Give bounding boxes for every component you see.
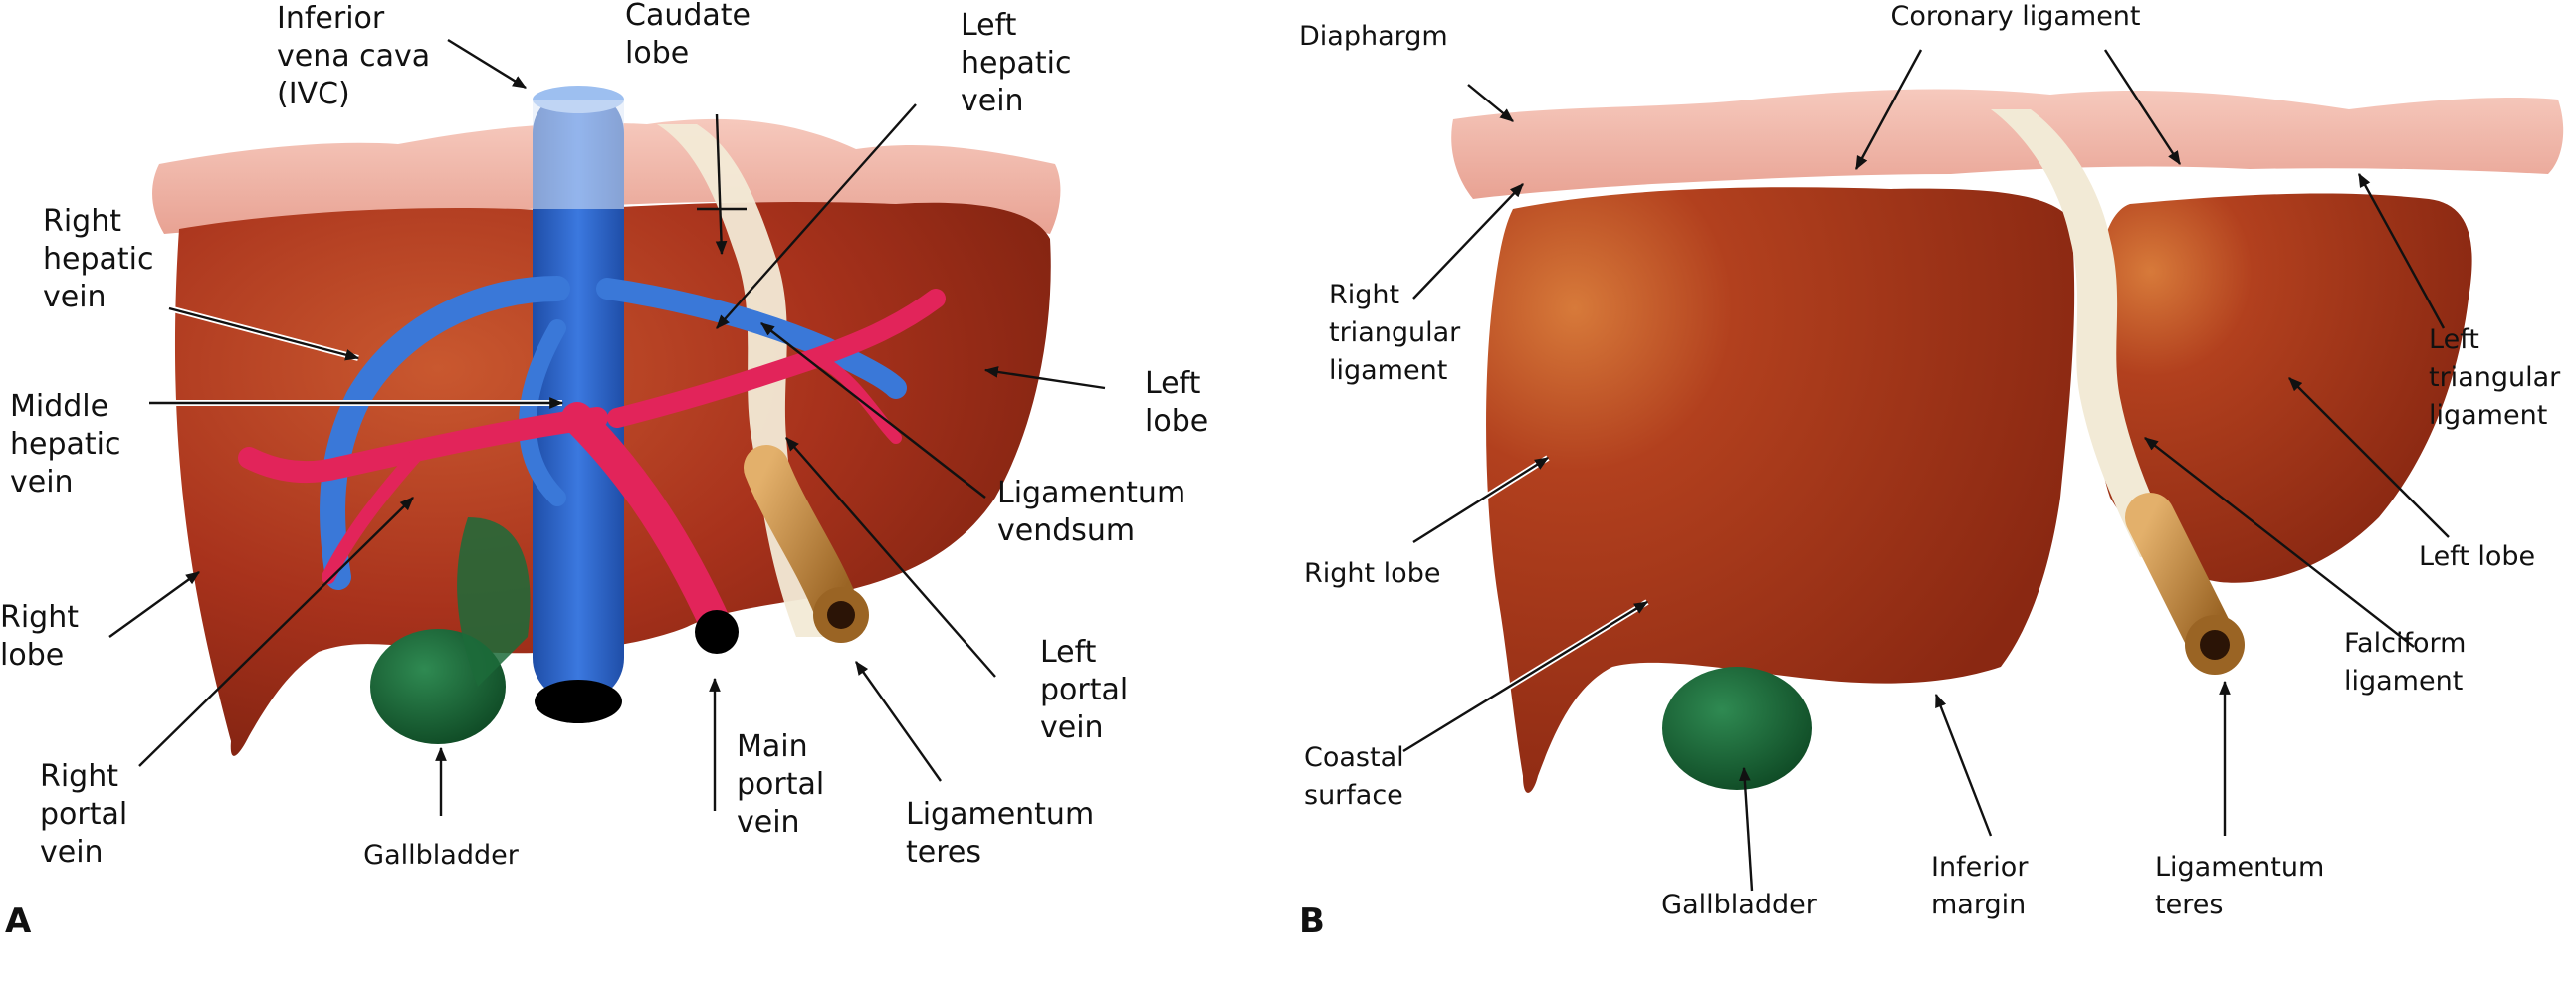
label-line: Gallbladder	[1661, 890, 1818, 920]
label-line: (IVC)	[277, 77, 350, 111]
b-diaphragm-label: Diaphargm	[1299, 21, 1448, 52]
b-gallbladder-label: Gallbladder	[1661, 890, 1818, 920]
b-left-lobe-label: Left lobe	[2419, 541, 2535, 572]
b-coastal-surface-label: Coastal surface	[1304, 742, 1404, 811]
label-line: Coastal	[1304, 742, 1404, 773]
label-line: ligament	[1329, 355, 1447, 386]
b-right-triangular-ligament-label: Right triangular ligament	[1329, 280, 1461, 386]
diaphragm-b	[1451, 89, 2564, 199]
label-line: Left	[1145, 366, 1201, 401]
label-line: Right	[1329, 280, 1399, 310]
label-line: Diaphargm	[1299, 21, 1448, 52]
label-line: ligament	[2344, 666, 2463, 697]
label-line: vendsum	[997, 513, 1135, 548]
gallbladder-b	[1662, 667, 1812, 790]
right-lobe-b	[1486, 187, 2075, 793]
label-line: Left	[1040, 635, 1097, 670]
left-lobe-b	[2093, 193, 2472, 583]
b-ligamentum-teres-label: Ligamentum teres	[2155, 852, 2324, 920]
label-line: Left	[961, 8, 1017, 43]
label-line: vein	[43, 280, 107, 314]
label-line: vena cava	[277, 39, 430, 74]
label-line: portal	[40, 797, 127, 832]
label-line: margin	[1931, 890, 2026, 920]
label-line: Right	[40, 759, 118, 794]
label-line: vein	[1040, 710, 1104, 745]
label-line: hepatic	[43, 242, 154, 277]
label-line: ligament	[2429, 400, 2547, 431]
label-line: Ligamentum	[997, 476, 1185, 510]
panel-letter-a: A	[5, 901, 32, 941]
label-line: vein	[961, 84, 1024, 118]
label-line: hepatic	[961, 46, 1072, 81]
label-line: Ligamentum	[906, 797, 1094, 832]
b-right-lobe-label: Right lobe	[1304, 558, 1440, 589]
label-line: surface	[1304, 780, 1403, 811]
left-hepatic-vein	[596, 278, 907, 399]
label-line: vein	[737, 805, 800, 840]
panel-a-illustration	[152, 86, 1061, 756]
label-line: hepatic	[10, 427, 121, 462]
label-line: triangular	[2429, 362, 2561, 393]
ivc-vessel	[533, 90, 624, 701]
right-portal-vein	[238, 407, 608, 484]
leader-arrows	[108, 38, 2450, 892]
label-line: Falciform	[2344, 628, 2466, 659]
b-coronary-ligament-label: Coronary ligament	[1890, 1, 2140, 32]
label-line: vein	[10, 465, 74, 500]
main-portal-vein	[561, 402, 733, 643]
label-line: Main	[737, 729, 808, 764]
label-line: Left lobe	[2419, 541, 2535, 572]
label-line: Gallbladder	[363, 840, 520, 871]
label-line: Right lobe	[1304, 558, 1440, 589]
label-line: teres	[906, 835, 981, 870]
label-line: Right	[0, 600, 79, 635]
b-left-triangular-ligament-label: Left triangular ligament	[2429, 324, 2561, 431]
label-line: lobe	[1145, 404, 1208, 439]
label-line: Inferior	[1931, 852, 2029, 883]
right-hepatic-vein	[320, 276, 570, 590]
falciform-ligament-b	[1991, 109, 2180, 557]
label-line: Ligamentum	[2155, 852, 2324, 883]
panel-b-illustration	[1451, 89, 2564, 793]
label-line: lobe	[625, 36, 689, 71]
label-line: lobe	[0, 638, 64, 673]
label-line: Coronary ligament	[1890, 1, 2140, 32]
b-inferior-margin-label: Inferior margin	[1931, 852, 2029, 920]
a-gallbladder-label: Gallbladder	[363, 840, 520, 871]
label-line: teres	[2155, 890, 2223, 920]
panel-letter-b: B	[1299, 901, 1325, 941]
label-line: portal	[737, 767, 824, 802]
b-falciform-ligament-label: Falciform ligament	[2344, 628, 2466, 697]
label-line: vein	[40, 835, 104, 870]
label-line: Right	[43, 204, 121, 239]
label-line: Caudate	[625, 0, 751, 33]
label-line: Left	[2429, 324, 2479, 355]
label-line: triangular	[1329, 317, 1461, 348]
label-line: Middle	[10, 389, 108, 424]
label-line: Inferior	[277, 1, 385, 36]
label-line: portal	[1040, 673, 1128, 707]
